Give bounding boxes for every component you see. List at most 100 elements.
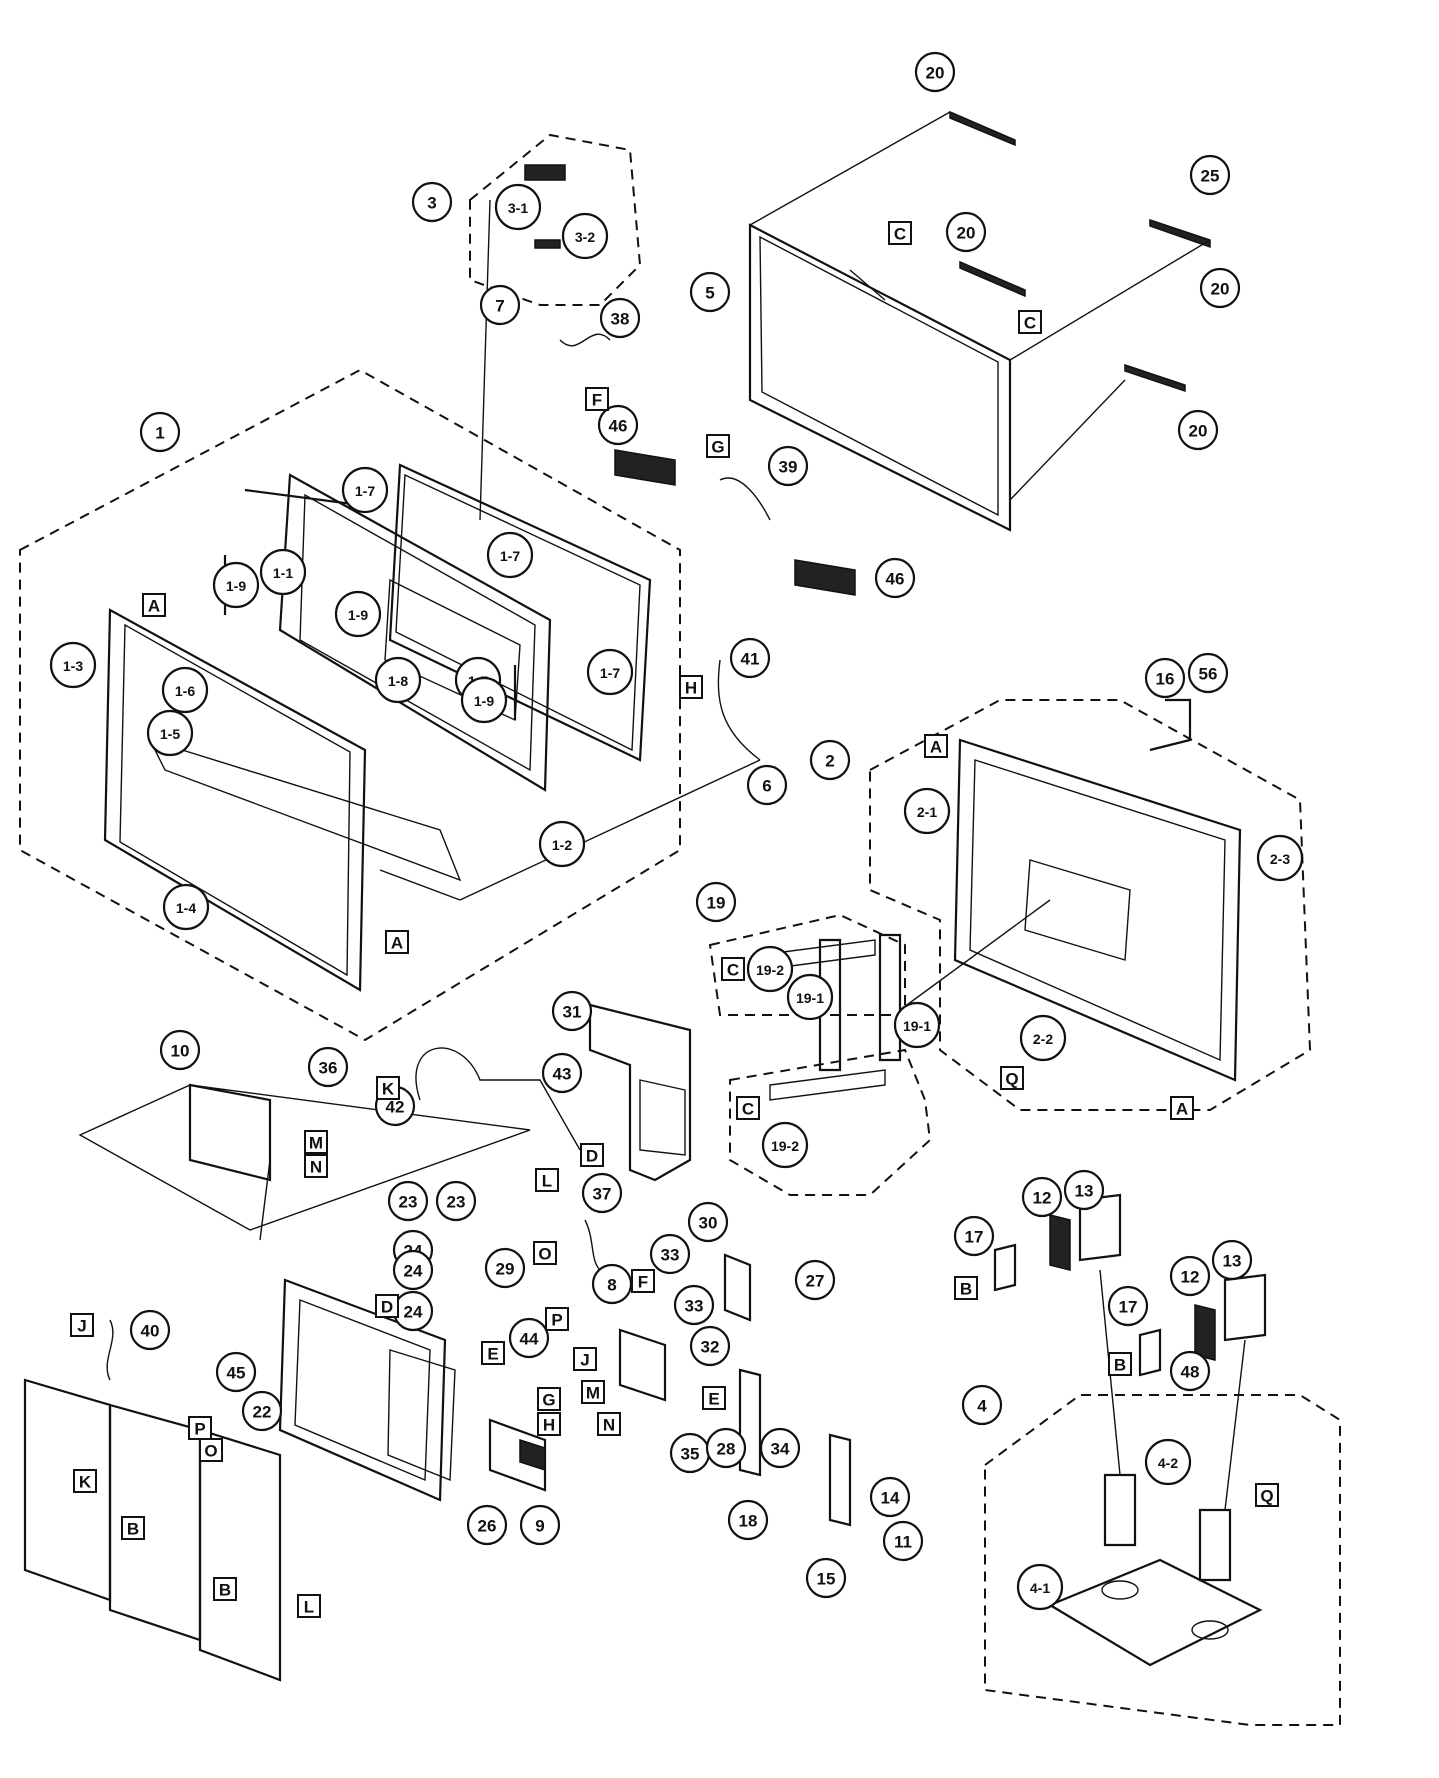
part-16-bracket [1149, 698, 1192, 752]
connector-box [537, 1387, 561, 1411]
connector-letter: N [310, 1158, 322, 1177]
callout-circle [479, 284, 521, 326]
callout-circle [519, 1504, 561, 1546]
callout-label: 38 [611, 310, 630, 329]
callout-label: 1-9 [474, 693, 494, 709]
connector-L: L [297, 1594, 321, 1618]
callout-28: 28 [705, 1427, 747, 1469]
connector-letter: A [391, 934, 403, 953]
callout-label: 12 [1181, 1268, 1200, 1287]
connector-E: E [702, 1386, 726, 1410]
callout-label: 4-2 [1158, 1455, 1178, 1471]
callout-20: 20 [945, 211, 987, 253]
callout-label: 1-9 [226, 578, 246, 594]
callout-label: 6 [762, 777, 771, 796]
connector-letter: C [894, 225, 906, 244]
part-8-board [618, 1328, 667, 1402]
connector-O: O [533, 1241, 557, 1265]
callout-circle [159, 1029, 201, 1071]
connector-G: G [706, 434, 730, 458]
callout-label: 33 [685, 1297, 704, 1316]
callout-label: 27 [806, 1272, 825, 1291]
callout-circle [1144, 1438, 1192, 1486]
connector-box [573, 1347, 597, 1371]
callout-9: 9 [519, 1504, 561, 1546]
callout-1: 1 [139, 411, 181, 453]
connector-letter: A [930, 738, 942, 757]
callout-circle [705, 1427, 747, 1469]
callout-circle [746, 945, 794, 993]
callout-label: 20 [1189, 422, 1208, 441]
callout-label: 29 [496, 1260, 515, 1279]
connector-M: M [581, 1380, 605, 1404]
part-2-1-rear-cabinet [953, 738, 1242, 1082]
callout-16: 16 [1144, 657, 1186, 699]
connector-letter: E [487, 1345, 498, 1364]
callout-label: 37 [593, 1185, 612, 1204]
callout-label: 14 [881, 1489, 900, 1508]
callout-circle [767, 445, 809, 487]
callout-circle [805, 1557, 847, 1599]
callout-circle [961, 1384, 1003, 1426]
part-3-bracket [524, 164, 566, 249]
connector-letter: J [77, 1317, 86, 1336]
group-1-outline [19, 368, 681, 1042]
connector-J: J [70, 1313, 94, 1337]
callout-circle [1021, 1176, 1063, 1218]
callout-30: 30 [687, 1201, 729, 1243]
group-19-outline [708, 913, 906, 1016]
connector-letter: B [127, 1520, 139, 1539]
connector-O: O [199, 1438, 223, 1462]
part-31-board [588, 1003, 692, 1182]
callout-circle [1189, 154, 1231, 196]
callout-circle [882, 1520, 924, 1562]
callout-38: 38 [599, 297, 641, 339]
callout-circle [1199, 267, 1241, 309]
callout-18: 18 [727, 1499, 769, 1541]
group-19-lower-outline [729, 1048, 932, 1196]
callout-circle [146, 709, 194, 757]
callout-56: 56 [1187, 652, 1229, 694]
callout-label: 25 [1201, 167, 1220, 186]
connector-H: H [537, 1412, 561, 1436]
connector-letter: D [381, 1298, 393, 1317]
callout-43: 43 [541, 1052, 583, 1094]
part-4-stand [1047, 1473, 1263, 1667]
callout-circle [551, 990, 593, 1032]
connector-letter: L [542, 1172, 552, 1191]
callout-39: 39 [767, 445, 809, 487]
callout-23: 23 [435, 1180, 477, 1222]
callout-19: 19 [695, 881, 737, 923]
callout-circle [460, 676, 508, 724]
callout-label: 2 [825, 752, 834, 771]
callout-label: 12 [1033, 1189, 1052, 1208]
part-5-bezel [748, 223, 1012, 532]
callout-label: 9 [535, 1517, 544, 1536]
callout-label: 3-1 [508, 200, 528, 216]
connector-B: B [954, 1276, 978, 1300]
connector-box [537, 1412, 561, 1436]
callout-circle [1177, 409, 1219, 451]
connector-letter: J [580, 1351, 589, 1370]
callout-label: 26 [478, 1517, 497, 1536]
callout-5: 5 [689, 271, 731, 313]
callout-6: 6 [746, 764, 788, 806]
callout-24: 24 [392, 1290, 434, 1332]
callout-circle [945, 211, 987, 253]
callout-circle [374, 656, 422, 704]
callout-label: 11 [894, 1533, 912, 1552]
callout-40: 40 [129, 1309, 171, 1351]
connector-box [535, 1168, 559, 1192]
connector-box [1018, 310, 1042, 334]
connector-letter: L [304, 1598, 314, 1617]
callout-label: 16 [1156, 670, 1175, 689]
callout-36: 36 [307, 1046, 349, 1088]
part-12-13-17-stand-brackets [993, 1193, 1267, 1377]
callout-circle [241, 1390, 283, 1432]
part-18-bracket [738, 1368, 762, 1477]
part-1-1-panel-frame [278, 473, 552, 792]
callout-circle [893, 1001, 941, 1049]
callout-circle [387, 1180, 429, 1222]
connector-box [679, 675, 703, 699]
